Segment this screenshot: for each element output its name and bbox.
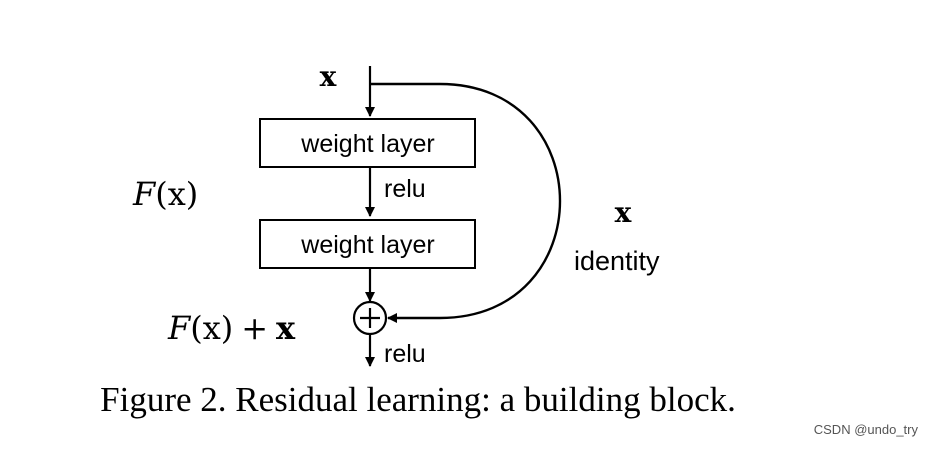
input-x-label: x	[320, 60, 337, 93]
identity-skip-connection	[370, 82, 562, 323]
sum-script: F	[167, 309, 192, 347]
identity-label: identity	[574, 246, 660, 276]
identity-x-label: x	[615, 196, 632, 229]
fx-label: F(x)	[132, 175, 198, 213]
sum-plus: +	[241, 309, 268, 347]
weight-layer-1-label: weight layer	[300, 130, 434, 158]
fx-script: F	[132, 175, 157, 213]
weight-layer-2-box	[259, 219, 476, 269]
relu-mid-label: relu	[384, 175, 426, 203]
weight-layer-2-label: weight layer	[300, 231, 434, 259]
adder-node	[352, 300, 388, 336]
fx-args: (x)	[155, 175, 198, 213]
sum-paren: (x)	[190, 309, 233, 347]
sum-x: x	[276, 309, 296, 347]
sum-label: F(x)+x	[167, 309, 296, 347]
watermark: CSDN @undo_try	[814, 422, 919, 437]
relu-out-label: relu	[384, 340, 426, 368]
figure-caption: Figure 2. Residual learning: a building …	[100, 380, 736, 419]
weight-layer-1-box	[259, 118, 476, 168]
